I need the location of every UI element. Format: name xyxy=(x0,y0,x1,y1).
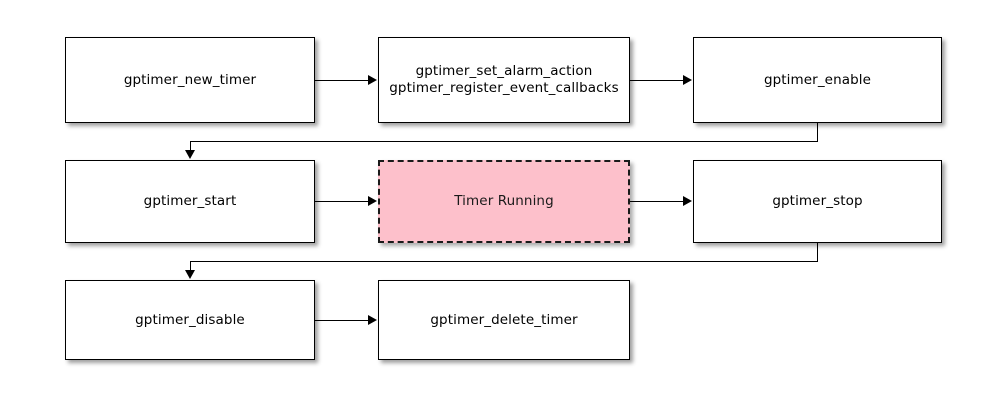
edge-stop-to-disable-down-left xyxy=(190,261,191,272)
edge-stop-to-disable-down-right xyxy=(817,243,818,262)
node-gptimer-enable[interactable]: gptimer_enable xyxy=(693,37,942,123)
edge-new-timer-to-set-alarm-line xyxy=(315,80,369,81)
node-label: gptimer_set_alarm_action gptimer_registe… xyxy=(389,63,619,96)
edge-enable-to-start-horizontal xyxy=(190,141,818,142)
node-label: gptimer_new_timer xyxy=(123,71,257,88)
edge-disable-to-delete-timer-arrowhead xyxy=(368,315,377,325)
edge-set-alarm-to-enable-arrowhead xyxy=(683,75,692,85)
node-label: gptimer_disable xyxy=(135,311,245,328)
node-gptimer-delete-timer[interactable]: gptimer_delete_timer xyxy=(378,280,630,360)
edge-set-alarm-to-enable-line xyxy=(630,80,684,81)
edge-enable-to-start-down-right xyxy=(817,123,818,142)
node-label: gptimer_delete_timer xyxy=(430,311,578,328)
edge-enable-to-start-arrowhead xyxy=(185,150,195,159)
edge-enable-to-start-down-left xyxy=(190,141,191,152)
edge-timer-running-to-stop-arrowhead xyxy=(683,196,692,206)
node-gptimer-disable[interactable]: gptimer_disable xyxy=(65,280,315,360)
node-label: gptimer_enable xyxy=(763,71,872,88)
edge-stop-to-disable-arrowhead xyxy=(185,270,195,279)
edge-disable-to-delete-timer-line xyxy=(315,320,369,321)
edge-stop-to-disable-horizontal xyxy=(190,261,818,262)
node-timer-running[interactable]: Timer Running xyxy=(378,160,630,243)
edge-start-to-timer-running-line xyxy=(315,201,369,202)
node-gptimer-new-timer[interactable]: gptimer_new_timer xyxy=(65,37,315,123)
node-label: Timer Running xyxy=(454,193,554,209)
node-gptimer-stop[interactable]: gptimer_stop xyxy=(693,160,942,243)
edge-new-timer-to-set-alarm-arrowhead xyxy=(368,75,377,85)
node-label: gptimer_start xyxy=(143,193,237,209)
node-label: gptimer_stop xyxy=(772,193,863,209)
edge-timer-running-to-stop-line xyxy=(630,201,684,202)
node-gptimer-start[interactable]: gptimer_start xyxy=(65,160,315,243)
node-gptimer-set-alarm-action[interactable]: gptimer_set_alarm_action gptimer_registe… xyxy=(378,37,630,123)
edge-start-to-timer-running-arrowhead xyxy=(368,196,377,206)
